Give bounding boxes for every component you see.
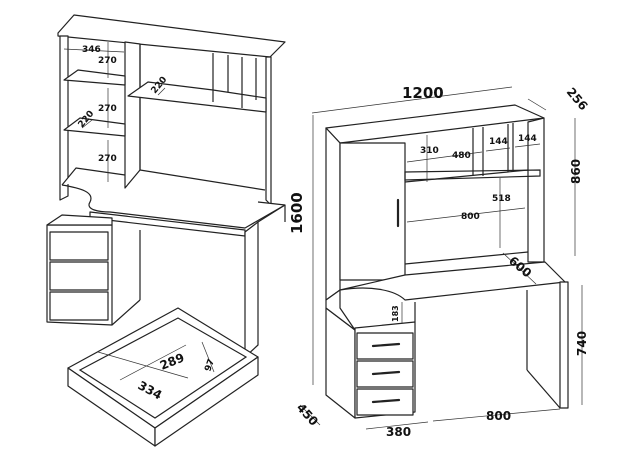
drawer-handle[interactable] <box>371 342 401 348</box>
desk-leg <box>559 281 569 409</box>
dim-label: 270 <box>98 56 117 66</box>
shelf <box>127 81 267 113</box>
dim-label: 800 <box>461 212 480 222</box>
desk-top <box>339 261 566 301</box>
drawer-front <box>49 291 109 321</box>
dim-label: 740 <box>575 331 589 356</box>
drawer-box: 289 97 334 <box>67 307 259 447</box>
drawer-front <box>49 231 109 261</box>
dim-label: 1200 <box>402 84 444 102</box>
perspective-desk: 346 270 270 270 220 220 <box>46 14 286 358</box>
drawer-front <box>49 261 109 291</box>
shelf <box>63 117 126 137</box>
dim-label: 183 <box>391 305 400 322</box>
drawer-handle[interactable] <box>371 370 401 376</box>
hutch-top-panel <box>325 104 545 144</box>
dim-label: 97 <box>203 358 217 373</box>
dim-label: 256 <box>564 85 591 113</box>
drawer-handle[interactable] <box>371 398 401 404</box>
shelf <box>63 69 126 86</box>
dim-label: 270 <box>98 104 117 114</box>
dim-label: 144 <box>518 134 537 144</box>
dim-label: 346 <box>82 45 101 55</box>
dim-label: 310 <box>420 146 439 156</box>
hutch-right-side <box>265 56 272 206</box>
dim-label: 380 <box>386 425 411 439</box>
hutch-left-side <box>59 35 69 201</box>
dim-label: 1600 <box>288 192 306 234</box>
dim-label: 860 <box>569 159 583 184</box>
hutch-divider <box>124 41 141 189</box>
dim-label: 518 <box>492 194 511 204</box>
dim-label: 800 <box>486 409 511 423</box>
dim-label: 480 <box>452 151 471 161</box>
dim-label: 450 <box>294 401 321 429</box>
front-desk: 1200 256 860 1600 310 480 144 144 518 80… <box>288 84 591 439</box>
hutch-top-panel <box>57 14 286 58</box>
cabinet-door[interactable] <box>339 142 406 281</box>
dim-label: 270 <box>98 154 117 164</box>
hutch-left-side <box>325 127 341 301</box>
dim-label: 144 <box>489 137 508 147</box>
desk-top <box>61 167 286 229</box>
desk-leg <box>244 221 259 358</box>
